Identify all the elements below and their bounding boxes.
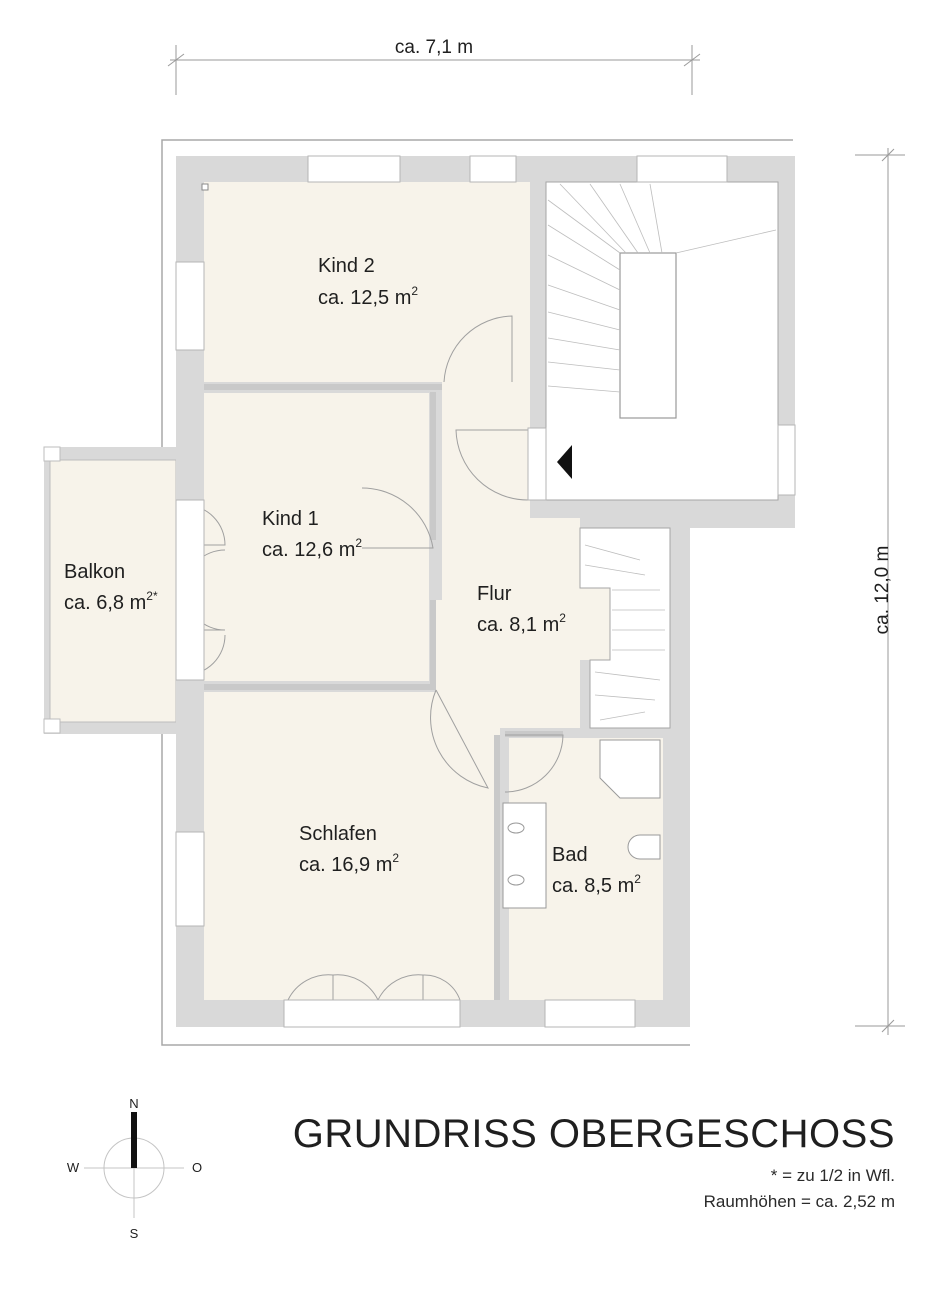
room-kind1-area: ca. 12,6 m2 (262, 536, 362, 561)
compass: N S W O (67, 1096, 202, 1241)
room-balkon-name: Balkon (64, 561, 125, 583)
room-bad-floor (509, 738, 663, 1000)
room-kind2-floor (204, 182, 530, 382)
chimney-marker (201, 183, 209, 191)
room-flur-name: Flur (477, 583, 512, 605)
room-bad-area: ca. 8,5 m2 (552, 872, 641, 897)
room-balkon-area: ca. 6,8 m2* (64, 589, 158, 614)
toilet (627, 834, 661, 860)
room-schlafen-floor (204, 600, 493, 1000)
compass-n: N (129, 1096, 138, 1111)
room-floors (204, 182, 663, 1000)
room-schlafen-name: Schlafen (299, 823, 377, 845)
compass-o: O (192, 1160, 202, 1175)
sink-1 (507, 822, 525, 834)
room-height-note: Raumhöhen = ca. 2,52 m (703, 1192, 895, 1211)
height-label: ca. 12,0 m (872, 546, 893, 635)
sink-2 (507, 874, 525, 886)
room-bad-name: Bad (552, 844, 588, 866)
compass-s: S (130, 1226, 139, 1241)
windows (175, 155, 796, 1028)
width-label: ca. 7,1 m (395, 37, 473, 58)
room-flur-area: ca. 8,1 m2 (477, 611, 566, 636)
footnote: * = zu 1/2 in Wfl. (770, 1166, 895, 1185)
room-kind2-area: ca. 12,5 m2 (318, 284, 418, 309)
north-needle (131, 1112, 137, 1168)
room-flur-floor (442, 382, 610, 1000)
staircase-down (579, 527, 671, 729)
width-dimension (167, 45, 701, 95)
room-schlafen-area: ca. 16,9 m2 (299, 851, 399, 876)
plan-title: GRUNDRISS OBERGESCHOSS (292, 1112, 895, 1156)
stair-direction-arrow (557, 445, 572, 479)
room-kind1-name: Kind 1 (262, 508, 319, 530)
room-kind1-floor (204, 393, 429, 681)
room-kind2-name: Kind 2 (318, 255, 375, 277)
height-dimension (855, 148, 905, 1035)
staircase (545, 181, 779, 501)
shower-tray (599, 739, 661, 799)
room-labels: Kind 2 ca. 12,5 m2 Kind 1 ca. 12,6 m2 Ba… (64, 255, 641, 897)
balcony (43, 446, 178, 734)
interior-walls (204, 384, 563, 1000)
bathroom-fixtures (502, 739, 661, 909)
double-vanity (502, 802, 547, 909)
compass-w: W (67, 1160, 80, 1175)
